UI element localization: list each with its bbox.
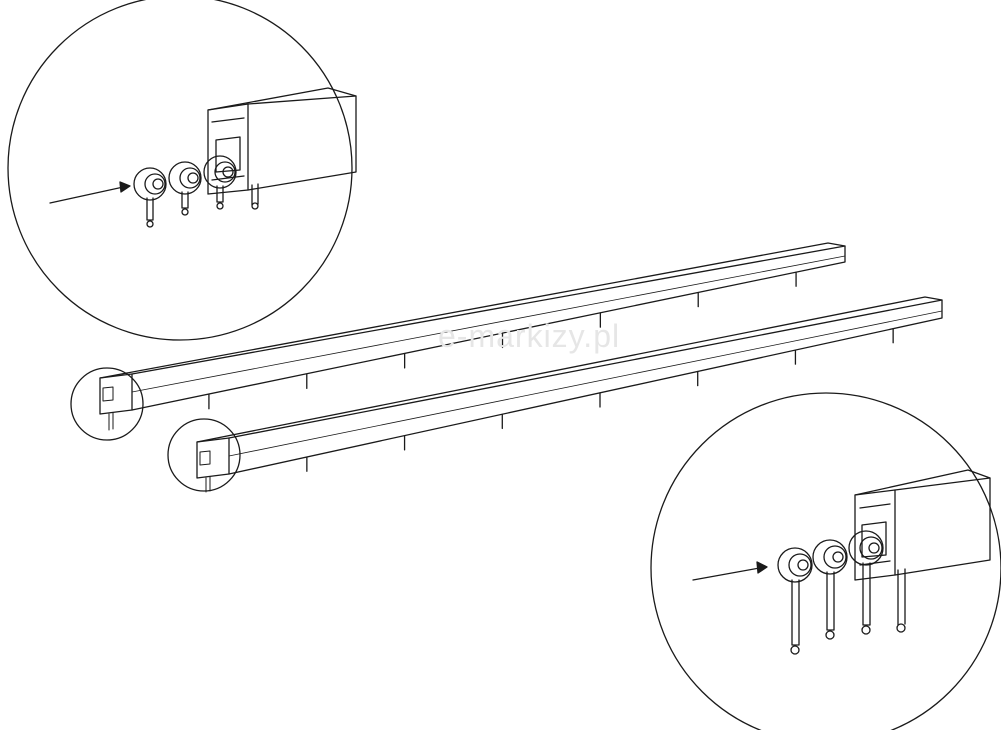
detail-circle-top-left: [7, 0, 353, 341]
arrow-icon: [692, 566, 766, 581]
rail-1: [99, 242, 846, 431]
detail-bottom-right: [692, 469, 991, 655]
arrow-icon: [49, 185, 129, 204]
detail-top-left: [49, 87, 357, 228]
callout-circle-rail-1: [70, 367, 144, 441]
watermark: e-markizy.pl: [438, 318, 621, 354]
detail-circle-bottom-right: [650, 392, 1001, 730]
rail-2: [196, 296, 943, 493]
callout-circle-rail-2: [167, 418, 241, 492]
